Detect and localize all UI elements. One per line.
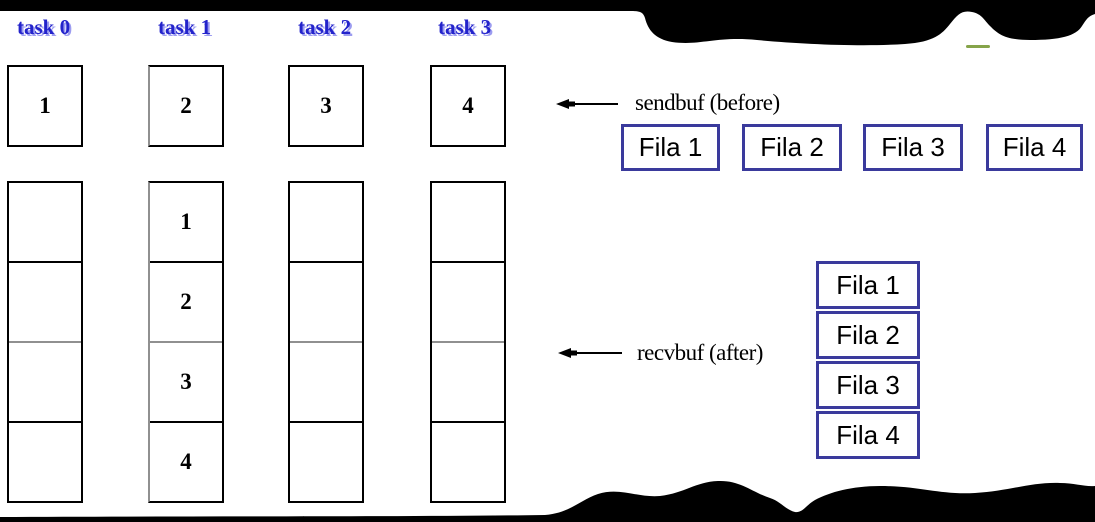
recvbuf-cell [9, 261, 81, 341]
recvbuf-column-task2 [288, 181, 364, 503]
task-3-label: task 3 [438, 15, 492, 39]
fila-stack-cell-3: Fila 3 [816, 361, 920, 409]
sendbuf-value: 3 [320, 93, 332, 118]
recvbuf-cell: 1 [180, 209, 192, 234]
recvbuf-caption: recvbuf (after) [637, 340, 763, 365]
fila-3-box: Fila 3 [863, 124, 963, 171]
recvbuf-column-task1: 1 2 3 4 [148, 181, 224, 503]
recvbuf-cell [9, 421, 81, 501]
fila-stack: Fila 1 Fila 2 Fila 3 Fila 4 [816, 261, 920, 459]
recvbuf-cell [432, 261, 504, 341]
task-1-label: task 1 [158, 15, 212, 39]
recvbuf-cell [9, 183, 81, 261]
recvbuf-cell [290, 341, 362, 421]
recvbuf-cell [290, 183, 362, 261]
sendbuf-box-task2: 3 [288, 65, 364, 147]
sendbuf-value: 2 [180, 93, 192, 118]
sendbuf-box-task1: 2 [148, 65, 224, 147]
recvbuf-cell [9, 341, 81, 421]
recvbuf-cell [432, 341, 504, 421]
recvbuf-cell [290, 261, 362, 341]
recvbuf-cell [432, 421, 504, 501]
fila-stack-cell-2: Fila 2 [816, 311, 920, 359]
fila-2-box: Fila 2 [742, 124, 842, 171]
green-artifact-dash [966, 45, 990, 48]
left-arrow-icon [558, 348, 622, 358]
fila-stack-cell-1: Fila 1 [816, 261, 920, 309]
recvbuf-cell: 3 [150, 341, 222, 421]
sendbuf-value: 4 [462, 93, 474, 118]
sendbuf-caption: sendbuf (before) [635, 90, 780, 115]
sendbuf-box-task3: 4 [430, 65, 506, 147]
recvbuf-cell: 2 [150, 261, 222, 341]
recvbuf-cell: 4 [150, 421, 222, 501]
task-2-label: task 2 [298, 15, 352, 39]
sendbuf-box-task0: 1 [7, 65, 83, 147]
task-0-label: task 0 [17, 15, 71, 39]
fila-stack-cell-4: Fila 4 [816, 411, 920, 459]
recvbuf-cell [432, 183, 504, 261]
recvbuf-column-task0 [7, 181, 83, 503]
left-arrow-icon [556, 99, 618, 109]
sendbuf-value: 1 [39, 93, 51, 118]
recvbuf-column-task3 [430, 181, 506, 503]
fila-4-box: Fila 4 [986, 124, 1083, 171]
fila-1-box: Fila 1 [621, 124, 720, 171]
recvbuf-cell [290, 421, 362, 501]
